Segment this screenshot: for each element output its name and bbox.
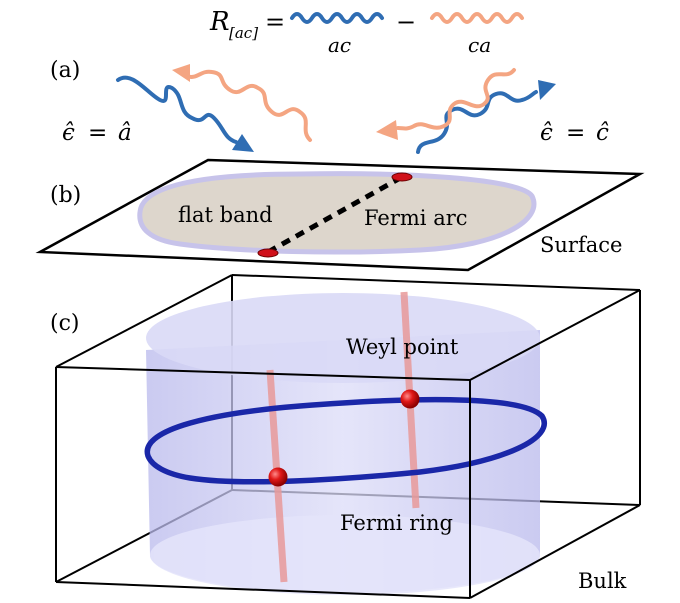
weyl-point-front	[268, 467, 288, 487]
weyl-projection-bottom	[257, 248, 279, 258]
right-scattered-wave	[396, 68, 516, 131]
panel-a-label: (a)	[50, 58, 80, 83]
right-incident-wave	[416, 90, 538, 154]
flat-band-label: flat band	[178, 203, 273, 227]
flat-band-region	[137, 171, 537, 255]
panel-b-label: (b)	[50, 183, 81, 208]
right-polarization-vector: ĉ	[596, 120, 609, 146]
right-scattered-arrowhead-icon	[376, 120, 398, 140]
bulk-box-front	[55, 289, 641, 599]
bulk-label: Bulk	[578, 569, 627, 593]
equation-lhs-symbol: R	[209, 7, 230, 37]
fermi-arc-label: Fermi arc	[364, 206, 468, 230]
right-incident-arrowhead-icon	[538, 80, 556, 100]
fermi-ring	[144, 396, 547, 485]
left-incident-wave	[116, 75, 238, 144]
left-polarization-vector: â	[118, 120, 132, 146]
equation-minus: −	[396, 8, 416, 36]
left-incident-arrowhead-icon	[232, 134, 254, 152]
right-eq-sign: =	[566, 120, 585, 146]
left-scattered-wave	[184, 69, 312, 142]
weyl-point-back	[400, 389, 420, 409]
incident-wave-icon	[290, 12, 384, 24]
equation-lhs-subscript: [ac]	[229, 24, 258, 42]
fermi-cylinder	[146, 293, 540, 595]
equation: R [ac] = ac − ca	[209, 7, 524, 57]
weyl-projection-top	[391, 172, 413, 182]
panel-c-label: (c)	[50, 311, 80, 336]
left-scattered-arrowhead-icon	[172, 64, 190, 82]
wave1-label: ac	[328, 33, 351, 57]
equation-equals: =	[265, 8, 285, 36]
left-eps-symbol: ϵ̂	[62, 120, 75, 146]
surface-label: Surface	[540, 233, 622, 257]
right-eps-symbol: ϵ̂	[540, 120, 553, 146]
scattered-wave-icon	[430, 12, 524, 24]
weyl-point-label: Weyl point	[346, 335, 459, 359]
wave2-label: ca	[468, 33, 491, 57]
left-eq-sign: =	[88, 120, 107, 146]
fermi-ring-label: Fermi ring	[340, 511, 453, 535]
